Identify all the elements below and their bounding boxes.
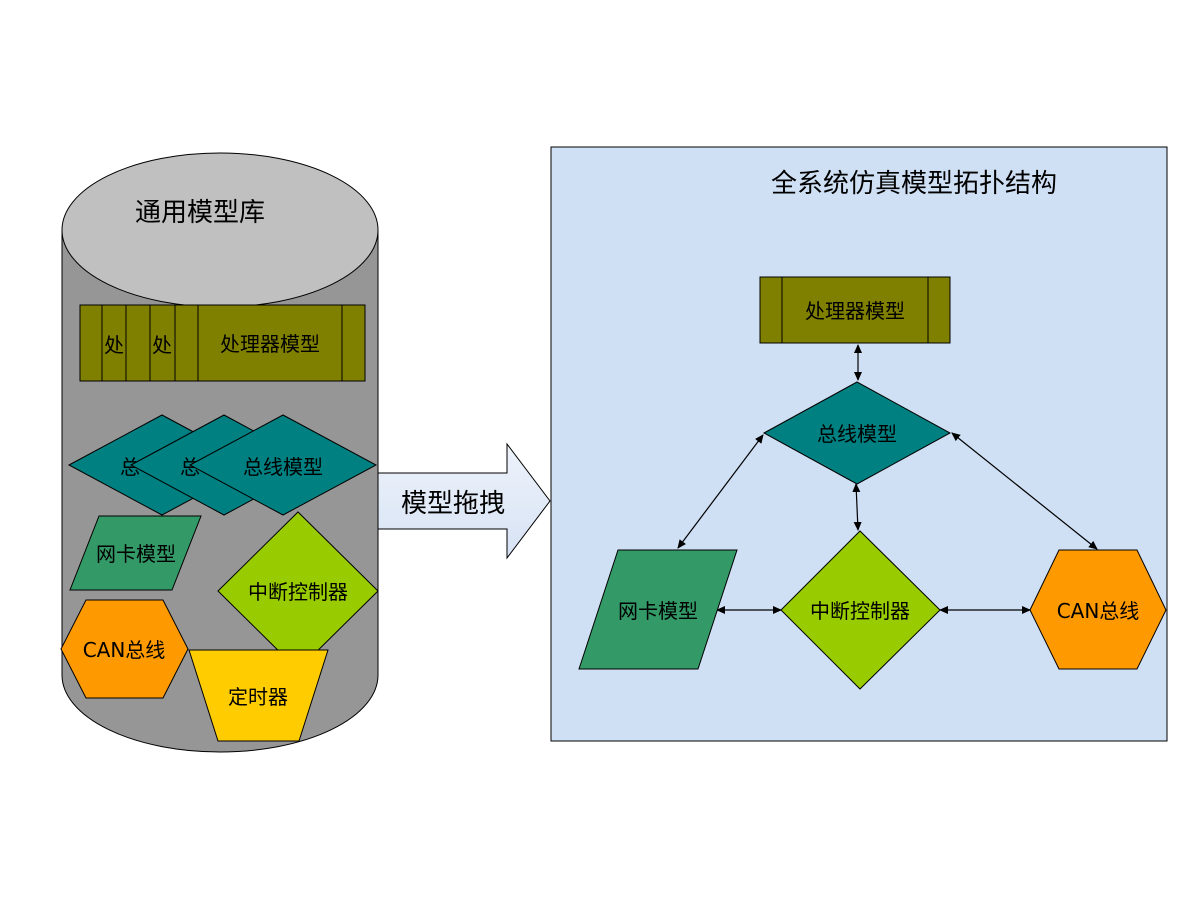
library-nic-shape[interactable] — [69, 515, 202, 591]
library-bus-partial-label-1: 总 — [120, 455, 140, 479]
topology-nic-shape[interactable] — [578, 549, 738, 670]
library-bus-stack[interactable]: 总 总 总线模型 — [67, 414, 378, 516]
topology-interrupt-label: 中断控制器 — [810, 599, 910, 623]
library-can-shape[interactable] — [60, 599, 189, 699]
library-processor-card-front[interactable] — [174, 304, 366, 382]
topology-processor-shape[interactable] — [759, 276, 951, 344]
connector-bus-interrupt — [852, 483, 862, 531]
library-nic-label: 网卡模型 — [96, 542, 176, 566]
library-processor-partial-label-1: 处 — [104, 333, 124, 357]
library-processor-label: 处理器模型 — [220, 332, 320, 356]
topology-interrupt-shape[interactable] — [780, 530, 941, 690]
drag-arrow-label: 模型拖拽 — [401, 489, 505, 519]
drag-arrow-shape — [377, 442, 551, 560]
topology-panel: 全系统仿真模型拓扑结构 处理器模型 总线模型 网卡模型 — [550, 146, 1168, 742]
library-bus-label: 总线模型 — [243, 455, 323, 479]
topology-can-label: CAN总线 — [1057, 599, 1140, 623]
library-nic-model[interactable]: 网卡模型 — [69, 515, 202, 591]
library-processor-partial-label-2: 处 — [152, 333, 172, 357]
topology-connectors — [677, 344, 1098, 614]
topology-bus-shape[interactable] — [762, 381, 952, 485]
library-interrupt-label: 中断控制器 — [248, 580, 348, 604]
library-timer-label: 定时器 — [228, 685, 288, 709]
library-interrupt-model[interactable]: 中断控制器 — [217, 511, 379, 671]
library-bus-partial-label-2: 总 — [180, 455, 200, 479]
connector-bus-can — [951, 432, 1098, 550]
topology-bus-label: 总线模型 — [817, 422, 897, 446]
topology-nic-node[interactable]: 网卡模型 — [578, 549, 738, 670]
topology-bus-node[interactable]: 总线模型 — [762, 381, 952, 485]
library-processor-stack[interactable]: 处 处 处理器模型 — [79, 304, 366, 382]
model-library: 通用模型库 处 处 处理器模型 总 总 总线模型 网卡模型 — [60, 152, 379, 753]
library-can-label: CAN总线 — [83, 638, 166, 662]
topology-interrupt-node[interactable]: 中断控制器 — [780, 530, 941, 690]
topology-processor-label: 处理器模型 — [805, 299, 905, 323]
drag-arrow: 模型拖拽 — [377, 442, 551, 560]
library-timer-model[interactable]: 定时器 — [188, 649, 329, 742]
library-timer-shape[interactable] — [188, 649, 329, 742]
topology-title: 全系统仿真模型拓扑结构 — [771, 169, 1057, 199]
topology-can-shape[interactable] — [1029, 549, 1167, 670]
topology-processor-node[interactable]: 处理器模型 — [759, 276, 951, 344]
connector-bus-nic — [677, 434, 764, 549]
library-title: 通用模型库 — [135, 198, 265, 228]
library-bus-diamond-front[interactable] — [188, 414, 378, 516]
library-cylinder-top — [61, 152, 379, 308]
library-can-model[interactable]: CAN总线 — [60, 599, 189, 699]
topology-nic-label: 网卡模型 — [618, 599, 698, 623]
library-interrupt-shape[interactable] — [217, 511, 379, 671]
topology-can-node[interactable]: CAN总线 — [1029, 549, 1167, 670]
